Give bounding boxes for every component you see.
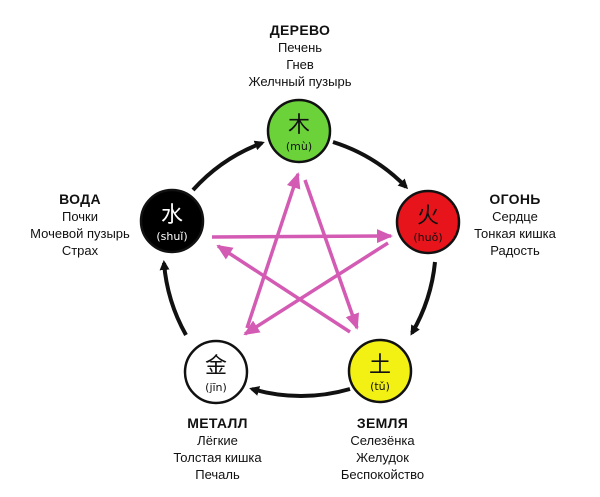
- node-wood: 木 (mù): [266, 98, 332, 164]
- node-fire-pinyin: (huǒ): [413, 231, 442, 244]
- label-metal-organ2: Толстая кишка: [173, 450, 262, 465]
- label-earth-organ2: Желудок: [356, 450, 409, 465]
- label-fire-emotion: Радость: [490, 243, 540, 258]
- generating-cycle: [159, 140, 437, 398]
- node-metal-circle: [183, 339, 249, 405]
- label-wood-emotion: Гнев: [286, 57, 314, 72]
- label-water-title: ВОДА: [59, 191, 101, 207]
- node-water-pinyin: (shuǐ): [156, 230, 187, 243]
- node-metal-glyph: 金: [205, 354, 227, 379]
- controlling-cycle: [211, 172, 393, 336]
- node-water: 水 (shuǐ): [139, 188, 205, 254]
- cycle-arrow-earth-metal: [249, 386, 351, 398]
- label-earth-title: ЗЕМЛЯ: [356, 415, 409, 431]
- label-wood-organ2: Желчный пузырь: [248, 74, 352, 89]
- label-fire-organ2: Тонкая кишка: [474, 226, 556, 241]
- element-nodes: 木 (mù) 火 (huǒ) 土 (tǔ) 金 (jīn) 水 (shuǐ): [139, 98, 461, 405]
- control-arrow-wood-earth: [303, 179, 359, 330]
- label-metal-emotion: Печаль: [195, 467, 240, 482]
- node-earth-glyph: 土: [369, 353, 391, 378]
- label-earth: ЗЕМЛЯ Селезёнка Желудок Беспокойство: [325, 415, 440, 483]
- node-earth: 土 (tǔ): [347, 338, 413, 404]
- node-metal: 金 (jīn): [183, 339, 249, 405]
- node-metal-pinyin: (jīn): [205, 381, 227, 394]
- control-arrow-metal-wood: [245, 172, 301, 329]
- node-fire: 火 (huǒ): [395, 189, 461, 255]
- label-wood-organ: Печень: [277, 40, 323, 55]
- node-wood-pinyin: (mù): [286, 140, 312, 153]
- cycle-arrow-metal-water: [159, 260, 188, 336]
- label-fire-title: ОГОНЬ: [489, 191, 541, 207]
- control-arrow-earth-water: [216, 244, 351, 334]
- node-water-glyph: 水: [161, 203, 183, 228]
- label-metal-organ: Лёгкие: [197, 433, 238, 448]
- cycle-arrow-fire-earth: [410, 261, 437, 336]
- label-wood-title: ДЕРЕВО: [269, 22, 331, 38]
- label-water-organ2: Мочевой пузырь: [30, 226, 130, 241]
- node-fire-glyph: 火: [417, 204, 439, 229]
- label-water: ВОДА Почки Мочевой пузырь Страх: [20, 191, 140, 259]
- node-earth-pinyin: (tǔ): [370, 380, 390, 393]
- label-earth-organ: Селезёнка: [350, 433, 415, 448]
- cycle-arrow-wood-fire: [332, 140, 409, 190]
- cycle-arrow-water-wood: [191, 140, 265, 192]
- node-wood-glyph: 木: [288, 113, 310, 138]
- label-water-organ: Почки: [61, 209, 98, 224]
- label-wood: ДЕРЕВО Печень Гнев Желчный пузырь: [230, 22, 370, 90]
- node-water-circle: [139, 188, 205, 254]
- control-arrow-water-fire: [211, 229, 393, 244]
- node-earth-circle: [347, 338, 413, 404]
- label-metal: МЕТАЛЛ Лёгкие Толстая кишка Печаль: [160, 415, 275, 483]
- label-metal-title: МЕТАЛЛ: [187, 415, 248, 431]
- node-fire-circle: [395, 189, 461, 255]
- label-earth-emotion: Беспокойство: [340, 467, 425, 482]
- label-water-emotion: Страх: [61, 243, 99, 258]
- label-fire: ОГОНЬ Сердце Тонкая кишка Радость: [455, 191, 575, 259]
- label-fire-organ: Сердце: [492, 209, 538, 224]
- control-arrow-fire-metal: [243, 241, 389, 336]
- node-wood-circle: [266, 98, 332, 164]
